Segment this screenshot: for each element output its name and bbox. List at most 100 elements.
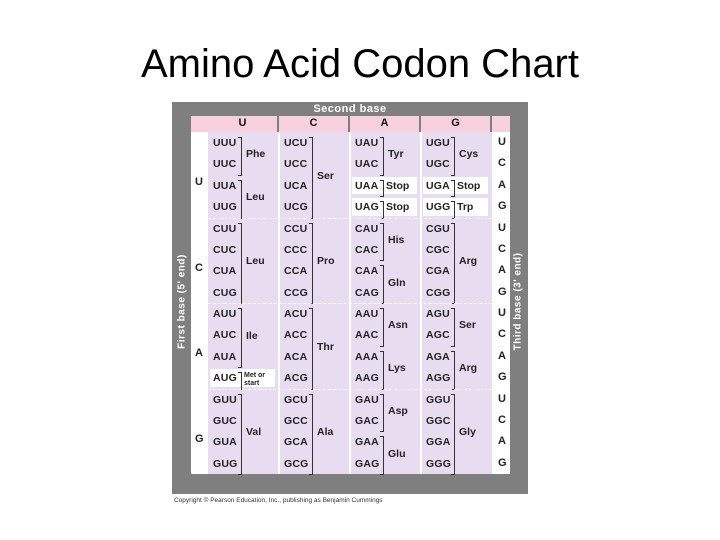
codon-bracket bbox=[451, 308, 455, 347]
codon-label: CUU bbox=[213, 222, 237, 235]
second-base-header: G bbox=[421, 116, 490, 132]
codon-label: UAA bbox=[355, 179, 379, 192]
amino-acid-label: His bbox=[388, 233, 405, 246]
amino-acid-label: Arg bbox=[459, 362, 478, 375]
third-base-label: Third base (3' end) bbox=[512, 252, 524, 351]
first-base-letter: A bbox=[195, 347, 203, 359]
codon-label: AAC bbox=[355, 329, 379, 342]
codon-label: CUC bbox=[213, 243, 237, 256]
codon-label: UAU bbox=[355, 137, 379, 149]
codon-label: AAA bbox=[355, 350, 379, 363]
codon-label: UCG bbox=[284, 201, 308, 214]
codon-bracket bbox=[380, 393, 384, 433]
codon-label: GUA bbox=[213, 436, 237, 449]
highlight-cell bbox=[423, 198, 488, 216]
codon-label: AUU bbox=[213, 308, 237, 320]
codon-label: UCU bbox=[284, 137, 308, 149]
codon-label: CGG bbox=[426, 286, 451, 299]
codon-label: CGC bbox=[426, 243, 450, 256]
codon-bracket bbox=[380, 222, 384, 262]
codon-bracket bbox=[380, 137, 384, 176]
codon-label: GCG bbox=[284, 457, 309, 470]
codon-label: CAG bbox=[355, 286, 379, 299]
amino-acid-label: Ile bbox=[246, 330, 258, 343]
codon-label: CGU bbox=[426, 222, 450, 235]
codon-bracket bbox=[451, 222, 455, 304]
first-base-column bbox=[191, 132, 208, 474]
codon-label: CAC bbox=[355, 243, 379, 256]
codon-bracket bbox=[451, 179, 455, 198]
codon-bracket bbox=[309, 393, 313, 475]
amino-acid-label: Asn bbox=[388, 319, 408, 332]
codon-bracket bbox=[380, 436, 384, 475]
first-base-letter: C bbox=[195, 261, 203, 274]
second-base-letter: U bbox=[238, 117, 247, 129]
amino-acid-label: Leu bbox=[246, 255, 265, 268]
codon-label: CUG bbox=[213, 286, 237, 299]
codon-bracket bbox=[380, 350, 384, 390]
amino-acid-label: Stop bbox=[457, 179, 481, 192]
third-base-letter: C bbox=[498, 157, 506, 170]
codon-label: AGC bbox=[426, 329, 450, 342]
first-base-letter: U bbox=[195, 176, 203, 188]
second-base-letter: G bbox=[451, 117, 460, 129]
codon-label: UGA bbox=[426, 179, 450, 192]
codon-bracket bbox=[380, 201, 384, 219]
third-base-letter: U bbox=[498, 136, 506, 148]
third-base-letter: A bbox=[498, 349, 506, 362]
codon-label: GGG bbox=[426, 457, 452, 470]
codon-label: ACG bbox=[284, 372, 308, 385]
codon-label: UGC bbox=[426, 158, 450, 171]
codon-bracket bbox=[309, 137, 313, 219]
codon-bracket bbox=[309, 308, 313, 390]
codon-label: AGU bbox=[426, 308, 450, 320]
codon-bracket bbox=[451, 137, 455, 176]
first-base-letter: G bbox=[195, 432, 204, 445]
amino-acid-label: Met or start bbox=[244, 372, 265, 388]
codon-label: GAC bbox=[355, 414, 379, 427]
amino-acid-label: Leu bbox=[246, 191, 265, 204]
codon-label: GGC bbox=[426, 414, 451, 427]
codon-bracket bbox=[380, 265, 384, 304]
codon-label: AGA bbox=[426, 350, 450, 363]
third-base-letter: G bbox=[498, 285, 507, 298]
codon-label: GAG bbox=[355, 457, 380, 470]
codon-label: AUG bbox=[213, 372, 237, 385]
codon-bracket bbox=[238, 222, 242, 304]
amino-acid-label: Pro bbox=[317, 255, 335, 268]
codon-label: UUA bbox=[213, 179, 237, 192]
codon-label: AUA bbox=[213, 350, 237, 363]
codon-label: UAG bbox=[355, 201, 379, 214]
amino-acid-label: Trp bbox=[457, 201, 474, 214]
amino-acid-label: Tyr bbox=[388, 148, 404, 161]
third-base-letter: G bbox=[498, 200, 507, 213]
column-divider bbox=[420, 132, 422, 474]
codon-label: CCC bbox=[284, 243, 308, 256]
highlight-cell bbox=[352, 176, 417, 195]
codon-bracket bbox=[380, 179, 384, 198]
copyright-notice: Copyright © Pearson Education, Inc., pub… bbox=[174, 497, 383, 504]
third-base-letter: C bbox=[498, 328, 506, 341]
codon-label: CAA bbox=[355, 265, 379, 278]
third-base-letter: U bbox=[498, 307, 506, 319]
column-divider bbox=[349, 132, 351, 474]
amino-acid-label: Ser bbox=[317, 169, 334, 182]
codon-bracket bbox=[451, 350, 455, 390]
codon-label: AAU bbox=[355, 308, 379, 320]
header-corner-right bbox=[492, 116, 510, 132]
codon-bracket bbox=[451, 393, 455, 475]
column-divider bbox=[278, 132, 280, 474]
first-base-label: First base (5' end) bbox=[176, 254, 188, 349]
amino-acid-label: Asp bbox=[388, 404, 408, 417]
amino-acid-label: Gln bbox=[388, 276, 406, 289]
header-corner-left bbox=[191, 116, 208, 132]
codon-label: UCA bbox=[284, 179, 308, 192]
codon-label: UGU bbox=[426, 137, 450, 149]
highlight-cell bbox=[423, 176, 488, 195]
codon-label: ACC bbox=[284, 329, 308, 342]
amino-acid-label: Phe bbox=[246, 148, 266, 161]
codon-label: UCC bbox=[284, 158, 308, 171]
codon-label: GAA bbox=[355, 436, 379, 449]
codon-label: CGA bbox=[426, 265, 450, 278]
